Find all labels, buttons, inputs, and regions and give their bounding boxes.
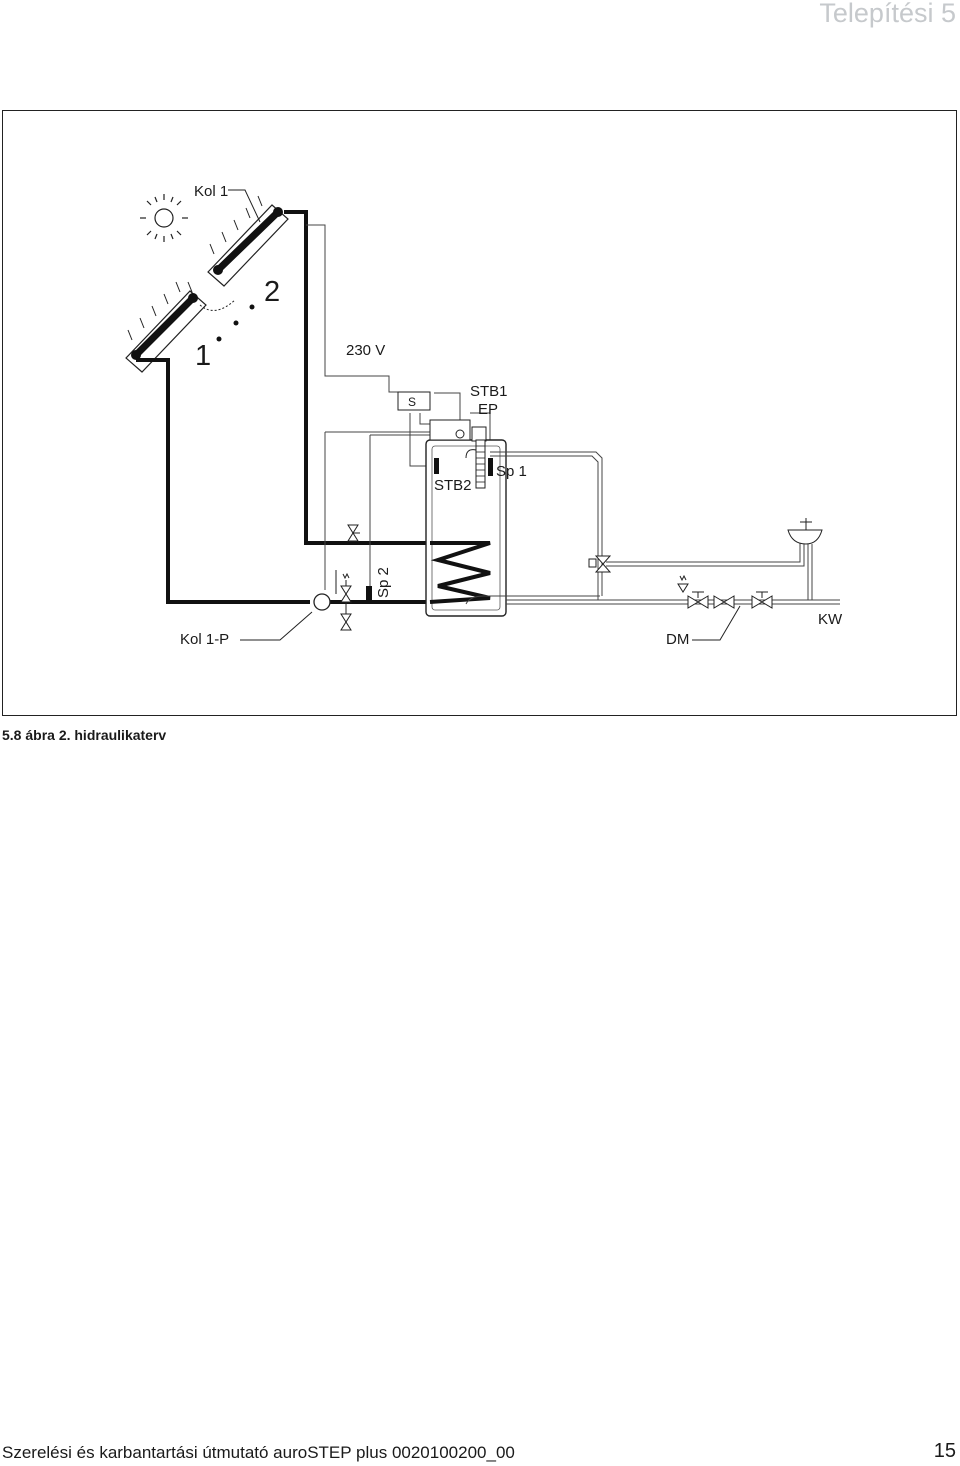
hydraulic-diagram: Kol 1 2 1 S 230 V STB1 EP bbox=[125, 183, 843, 648]
stb2-sensor bbox=[434, 458, 439, 474]
label-s: S bbox=[408, 395, 416, 409]
mixing-valve-icon bbox=[588, 555, 612, 573]
collector-1 bbox=[125, 290, 207, 373]
collector-2 bbox=[207, 204, 289, 287]
cold-water-valve-group bbox=[677, 574, 773, 609]
label-230v: 230 V bbox=[346, 342, 385, 359]
figure-frame bbox=[2, 110, 957, 716]
label-kw: KW bbox=[818, 611, 843, 628]
label-stb1: STB1 bbox=[470, 383, 508, 400]
storage-tank bbox=[425, 419, 600, 617]
sun-icon bbox=[140, 194, 188, 242]
s-box bbox=[397, 391, 431, 411]
label-stb2: STB2 bbox=[434, 477, 472, 494]
footer-text: Szerelési és karbantartási útmutató auro… bbox=[2, 1443, 515, 1462]
air-vent-valve bbox=[347, 524, 360, 542]
sun-ray-arrows-2 bbox=[209, 195, 263, 255]
safety-valve-icon bbox=[335, 570, 352, 603]
label-sp2: Sp 2 bbox=[375, 567, 392, 598]
fill-valve-icon bbox=[340, 602, 352, 631]
label-sp1: Sp 1 bbox=[496, 463, 527, 480]
label-collector-1: 1 bbox=[195, 340, 211, 372]
pump-icon bbox=[313, 593, 331, 611]
label-dm: DM bbox=[666, 631, 689, 648]
sink-icon bbox=[787, 518, 823, 545]
figure-caption: 5.8 ábra 2. hidraulikaterv bbox=[2, 727, 167, 743]
section-title: Telepítési 5 bbox=[819, 0, 956, 28]
sun-ray-arrows-1 bbox=[127, 281, 193, 341]
label-collector-2: 2 bbox=[264, 276, 280, 308]
label-kol1p: Kol 1-P bbox=[180, 631, 229, 648]
label-kol1: Kol 1 bbox=[194, 183, 228, 200]
sp1-sensor bbox=[488, 458, 493, 476]
sp2-sensor bbox=[366, 586, 372, 600]
label-ep: EP bbox=[478, 401, 498, 418]
page-number: 15 bbox=[933, 1440, 956, 1462]
